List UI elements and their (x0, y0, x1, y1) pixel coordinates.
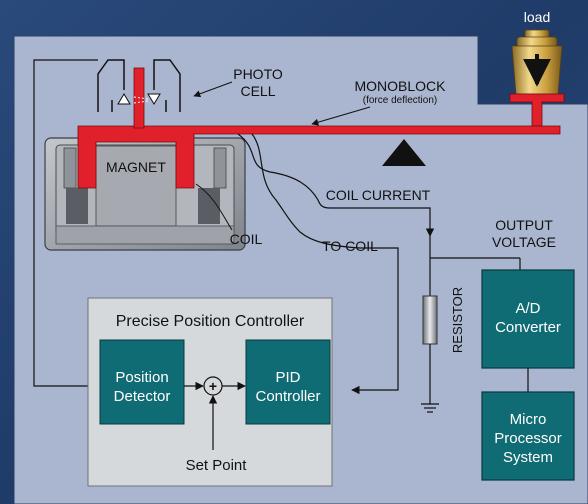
coil-wire-1 (237, 133, 435, 237)
magnet: MAGNET (44, 137, 246, 251)
photo-feedback-wire (33, 59, 98, 391)
photo-cell: PHOTO CELL (97, 59, 283, 112)
output-voltage-label-line1: OUTPUT (495, 217, 553, 233)
pid-controller-label-line1: PID (275, 369, 300, 386)
summing-symbol: + (209, 378, 217, 394)
position-detector-label-line2: Detector (114, 388, 171, 405)
ad-converter-label-line2: Converter (495, 319, 561, 336)
load-weight: load (511, 9, 563, 95)
photo-cell-label-line2: CELL (240, 83, 275, 99)
micro-processor-label-line1: Micro (510, 411, 547, 428)
monoblock-label: MONOBLOCK (354, 78, 446, 94)
photo-receiver-icon (147, 93, 161, 105)
controller-title: Precise Position Controller (116, 313, 305, 330)
pid-controller-label-line2: Controller (255, 388, 320, 405)
photo-emitter-icon (117, 93, 131, 105)
position-controller: Precise Position Controller Position Det… (87, 297, 333, 487)
micro-processor-label-line2: Processor (494, 430, 562, 447)
monoblock-pointer (311, 106, 371, 126)
coil-wire-2 (251, 133, 399, 395)
coil-label: COIL (230, 231, 263, 247)
micro-processor-label-line3: System (503, 449, 553, 466)
position-detector-block (99, 339, 185, 425)
ad-converter-label-line1: A/D (515, 300, 540, 317)
resistor-label: RESISTOR (450, 287, 465, 353)
set-point-label: Set Point (186, 457, 248, 474)
monoblock-sublabel: (force deflection) (363, 95, 437, 106)
ad-converter-block: A/D Converter (481, 269, 575, 369)
photo-cell-label-line1: PHOTO (233, 66, 283, 82)
pivot-triangle (382, 139, 426, 166)
to-coil-label: TO COIL (322, 238, 378, 254)
pid-controller-block (245, 339, 331, 425)
position-detector-label-line1: Position (115, 369, 168, 386)
load-label: load (524, 9, 550, 25)
coil-current-label: COIL CURRENT (326, 187, 431, 203)
output-voltage-label-line2: VOLTAGE (492, 234, 556, 250)
magnet-label: MAGNET (106, 159, 166, 175)
coil-pointer (195, 183, 233, 231)
ground-icon (421, 403, 439, 413)
resistor: RESISTOR (421, 236, 465, 413)
micro-processor-block: Micro Processor System (481, 391, 575, 481)
